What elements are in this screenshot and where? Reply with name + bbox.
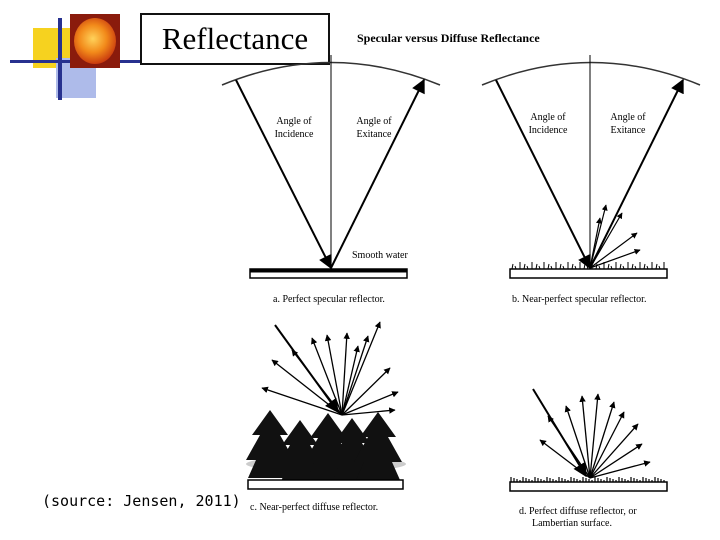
smooth-water-label: Smooth water <box>352 250 408 261</box>
panel-b: Angle of Incidence Angle of Exitance b. … <box>481 55 701 305</box>
grass-tick <box>607 263 610 270</box>
caption-b: b. Near-perfect specular reflector. <box>512 294 646 305</box>
scattered-ray <box>589 423 639 479</box>
reflected-ray <box>589 78 684 269</box>
panel-c: c. Near-perfect diffuse reflector. <box>246 321 406 513</box>
smooth-surface <box>249 268 408 279</box>
scattered-ray <box>261 386 343 416</box>
scattered-ray <box>341 367 391 416</box>
hemisphere-arc <box>481 61 701 86</box>
diffuse-surface <box>247 479 404 490</box>
reflected-ray <box>330 78 425 269</box>
scattered-ray <box>291 349 343 416</box>
scattered-ray <box>579 395 591 479</box>
scattered-rays <box>261 321 399 416</box>
grass-tick <box>535 263 538 270</box>
grass-tick <box>631 263 634 270</box>
caption-a: a. Perfect specular reflector. <box>273 294 385 305</box>
tree-canopy <box>246 410 402 488</box>
angle-of-exitance-label: Angle of <box>356 116 392 127</box>
angle-of-exitance-label: Angle of <box>610 112 646 123</box>
scattered-ray <box>341 407 396 416</box>
caption-c: c. Near-perfect diffuse reflector. <box>250 502 378 513</box>
incident-ray <box>495 79 591 270</box>
grass-tick <box>595 263 598 270</box>
scattered-ray <box>589 393 601 479</box>
scattered-ray <box>324 334 343 416</box>
panel-a: Angle of Incidence Angle of Exitance Smo… <box>221 55 441 305</box>
caption-d-line-2: Lambertian surface. <box>532 518 612 529</box>
rough-surface <box>509 268 668 279</box>
scattered-ray <box>589 460 651 479</box>
lambertian-surface <box>509 481 668 492</box>
scattered-ray <box>589 217 602 269</box>
grass-tick <box>511 263 514 270</box>
sun-image <box>74 18 116 64</box>
scattered-ray <box>589 232 638 269</box>
incident-ray <box>235 79 332 270</box>
scattered-ray <box>589 443 643 479</box>
scattered-ray <box>341 345 360 416</box>
source-note: (source: Jensen, 2011) <box>42 492 241 510</box>
scattered-ray <box>271 359 343 416</box>
angle-of-incidence-label: Angle of <box>276 116 312 127</box>
scattered-ray <box>589 249 641 269</box>
slide-title: Reflectance <box>140 13 330 65</box>
panel-d: d. Perfect diffuse reflector, or Lambert… <box>509 388 668 529</box>
scattered-ray <box>589 411 625 479</box>
angle-of-exitance-label-2: Exitance <box>357 129 393 140</box>
scattered-ray <box>589 212 623 269</box>
grass-tick <box>655 263 658 270</box>
grass-tick <box>547 263 550 270</box>
scattered-rays <box>589 204 641 269</box>
scattered-rays <box>539 393 651 479</box>
angle-of-exitance-label-2: Exitance <box>611 125 647 136</box>
angle-of-incidence-label-2: Incidence <box>529 125 568 136</box>
grass-tick <box>619 263 622 270</box>
scattered-ray <box>341 391 399 416</box>
tree <box>354 412 402 480</box>
decor-vertical-line <box>58 18 62 100</box>
grass-tick <box>559 263 562 270</box>
grass-tick <box>643 263 646 270</box>
scattered-ray <box>564 405 591 479</box>
figure-heading: Specular versus Diffuse Reflectance <box>357 31 540 45</box>
caption-d-line-1: d. Perfect diffuse reflector, or <box>519 506 637 517</box>
grass-tick <box>523 263 526 270</box>
grass-tick <box>571 263 574 270</box>
angle-of-incidence-label-2: Incidence <box>275 129 314 140</box>
grass-tick <box>583 263 586 270</box>
scattered-ray <box>589 401 616 479</box>
scattered-ray <box>341 321 381 416</box>
scattered-ray <box>539 439 591 479</box>
decor-horizontal-line <box>10 60 230 63</box>
scattered-ray <box>341 335 370 416</box>
scattered-ray <box>341 332 350 416</box>
angle-of-incidence-label: Angle of <box>530 112 566 123</box>
scattered-ray <box>311 337 343 416</box>
scattered-ray <box>547 415 591 479</box>
